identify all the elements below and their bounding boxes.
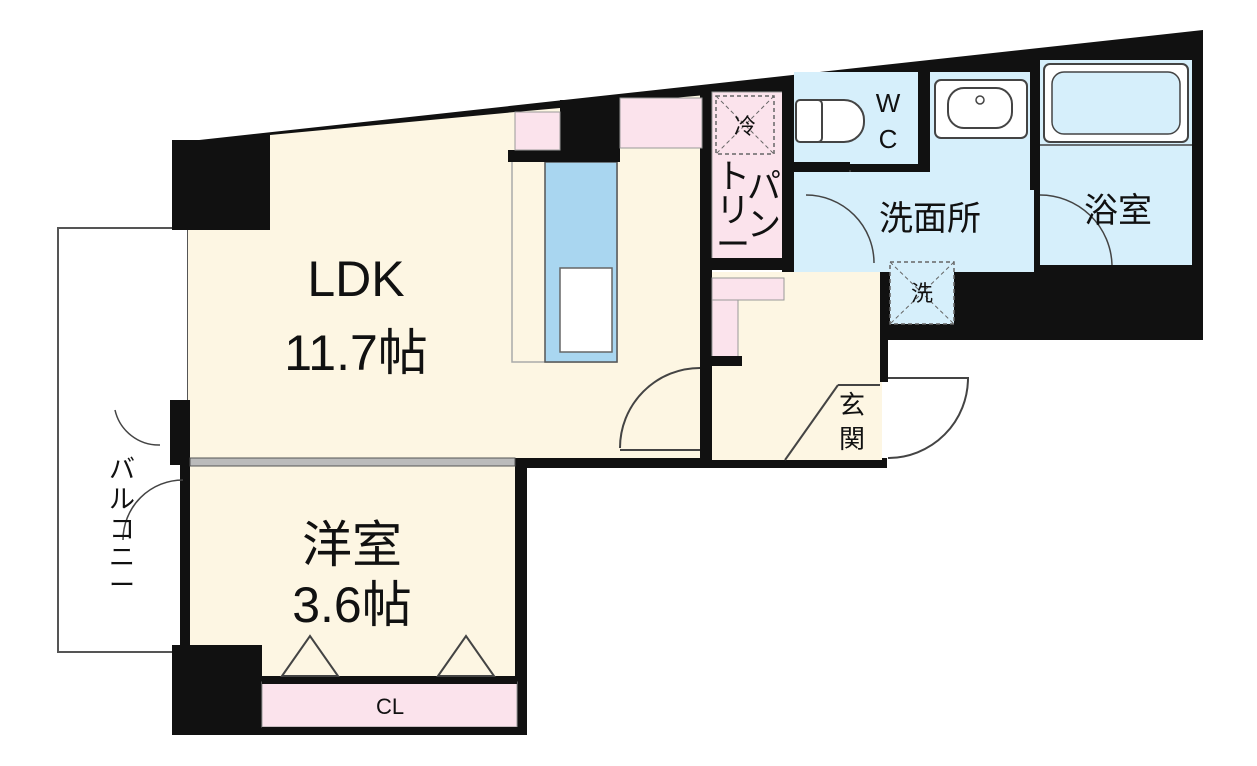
pantry-char-5: ー xyxy=(716,226,750,264)
closet xyxy=(261,681,518,728)
entrance-inner-wall xyxy=(706,356,742,366)
western-size: 3.6帖 xyxy=(292,577,412,633)
ldk-storage-1 xyxy=(514,111,561,151)
closet-label: CL xyxy=(376,694,404,719)
entrance-right-wall xyxy=(880,272,888,382)
western-room-floor xyxy=(188,465,518,680)
balcony-door-swing-lower xyxy=(122,479,184,541)
balcony-char-4: ニ xyxy=(109,542,135,572)
entrance-label-1: 玄 xyxy=(839,390,865,420)
closet-bottom-wall xyxy=(262,727,527,735)
washer-cross-2 xyxy=(889,261,955,325)
bathroom-door-swing xyxy=(1039,194,1113,266)
wc-label-1: W xyxy=(876,88,901,118)
wc-label-2: C xyxy=(879,124,898,154)
pantry-char-1: パ xyxy=(747,168,781,206)
balcony-char-3: コ xyxy=(109,514,135,544)
washroom-bath-wall xyxy=(1030,60,1040,190)
ldk-corner-pillar xyxy=(172,140,270,230)
western-room-right-wall xyxy=(515,460,527,732)
ldk-door-swing xyxy=(619,367,701,449)
wc-right-wall xyxy=(918,70,930,175)
kitchen-sink xyxy=(559,267,613,353)
entrance-door-swing xyxy=(887,377,970,459)
balcony-char-5: ー xyxy=(109,570,135,600)
ldk-left-wall-upper xyxy=(170,400,190,465)
balcony-char-1: バ xyxy=(109,454,135,484)
pantry-bottom-wall xyxy=(706,258,794,270)
pantry-right-wall xyxy=(782,80,794,305)
kitchen-top-wall xyxy=(508,150,620,162)
ldk-size: 11.7帖 xyxy=(284,325,428,381)
entrance-shoe-box xyxy=(711,277,785,301)
balcony-door-swing-upper xyxy=(114,409,161,446)
washroom-label: 洗面所 xyxy=(879,200,981,238)
bathtub-inner xyxy=(1051,71,1181,135)
washer-label: 洗 xyxy=(911,281,933,306)
closet-door-right xyxy=(436,634,496,677)
toilet-tank xyxy=(795,99,823,143)
washbasin-bowl xyxy=(947,87,1013,129)
bathroom-label: 浴室 xyxy=(1084,192,1152,230)
western-name: 洋室 xyxy=(302,517,402,573)
western-corner-pillar xyxy=(172,645,262,735)
entrance-label-2: 関 xyxy=(839,424,865,454)
entrance-step xyxy=(784,384,839,461)
pantry-char-3: ト xyxy=(716,158,750,196)
washbasin-drain xyxy=(975,95,985,105)
balcony-char-2: ル xyxy=(109,484,135,514)
western-room-left-wall xyxy=(180,465,190,650)
washroom-floor xyxy=(794,172,1034,272)
fridge-label: 冷 xyxy=(734,114,756,139)
ldk-storage-2 xyxy=(619,97,703,149)
sliding-door xyxy=(189,457,516,467)
balcony xyxy=(57,227,189,653)
wc-bottom-wall xyxy=(794,162,850,172)
ldk-name: LDK xyxy=(307,251,404,307)
pantry-char-4: リ xyxy=(716,192,750,230)
washroom-door-swing xyxy=(805,194,875,264)
entrance-shoe-box-2 xyxy=(711,299,739,359)
closet-door-left xyxy=(280,634,340,677)
fridge-space xyxy=(715,95,775,155)
closet-top-wall xyxy=(262,676,517,684)
pantry-char-2: ン xyxy=(747,206,781,244)
ldk-partition-wall xyxy=(700,90,712,468)
